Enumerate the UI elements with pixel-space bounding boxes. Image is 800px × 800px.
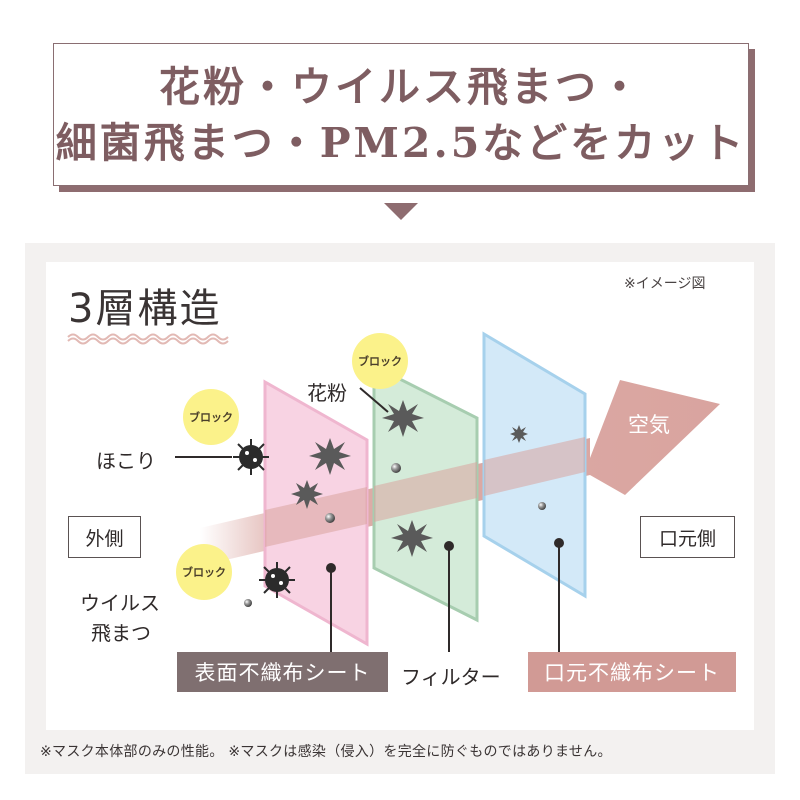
virus-particle-icon: [259, 562, 295, 598]
pollen-on-outer-icon: [309, 438, 351, 475]
header-line-1: 花粉・ウイルス飛まつ・: [159, 62, 643, 111]
svg-text:ブロック: ブロック: [182, 565, 226, 579]
block-badge-virus: ブロック: [176, 544, 232, 600]
down-arrow-icon: [384, 203, 418, 220]
small-dust-on-mouth-icon: [510, 425, 528, 443]
fine-particle-icon: [538, 502, 546, 510]
image-note: ※イメージ図: [624, 276, 706, 292]
mouth-layer-tag: 口元不織布シート: [528, 652, 736, 692]
virus-label-line-1: ウイルス: [80, 591, 160, 615]
title-underline: [67, 333, 229, 341]
header-banner: 花粉・ウイルス飛まつ・ 細菌飛まつ・PM2.5などをカット: [53, 43, 749, 186]
block-badge-pollen: ブロック: [352, 333, 408, 389]
outer-layer-tag: 表面不織布シート: [177, 652, 388, 692]
outside-label: 外側: [68, 516, 141, 558]
fine-particle-icon: [244, 599, 252, 607]
header-line-2: 細菌飛まつ・PM2.5などをカット: [55, 118, 747, 167]
pollen-label: 花粉: [307, 381, 347, 405]
virus-label-line-2: 飛まつ: [91, 621, 151, 645]
pollen-leader-line: [359, 387, 389, 413]
fine-particle-icon: [325, 513, 335, 523]
pollen-particle-icon: [382, 400, 424, 437]
mouth-side-label: 口元側: [640, 516, 735, 558]
diagram-title: 3層構造: [68, 286, 222, 332]
block-badge-dust: ブロック: [183, 389, 239, 445]
footnote: ※マスク本体部のみの性能。 ※マスクは感染（侵入）を完全に防ぐものではありません…: [40, 744, 612, 760]
svg-text:ブロック: ブロック: [189, 410, 233, 424]
filter-layer-label: フィルター: [401, 665, 501, 689]
dust-label: ほこり: [96, 449, 156, 473]
pollen-on-filter-icon: [391, 520, 433, 557]
fine-particle-icon: [391, 463, 401, 473]
svg-text:ブロック: ブロック: [358, 354, 402, 368]
pollen-on-outer-small-icon: [291, 480, 323, 509]
dust-particle-icon: [233, 439, 269, 475]
air-label: 空気: [628, 413, 670, 437]
